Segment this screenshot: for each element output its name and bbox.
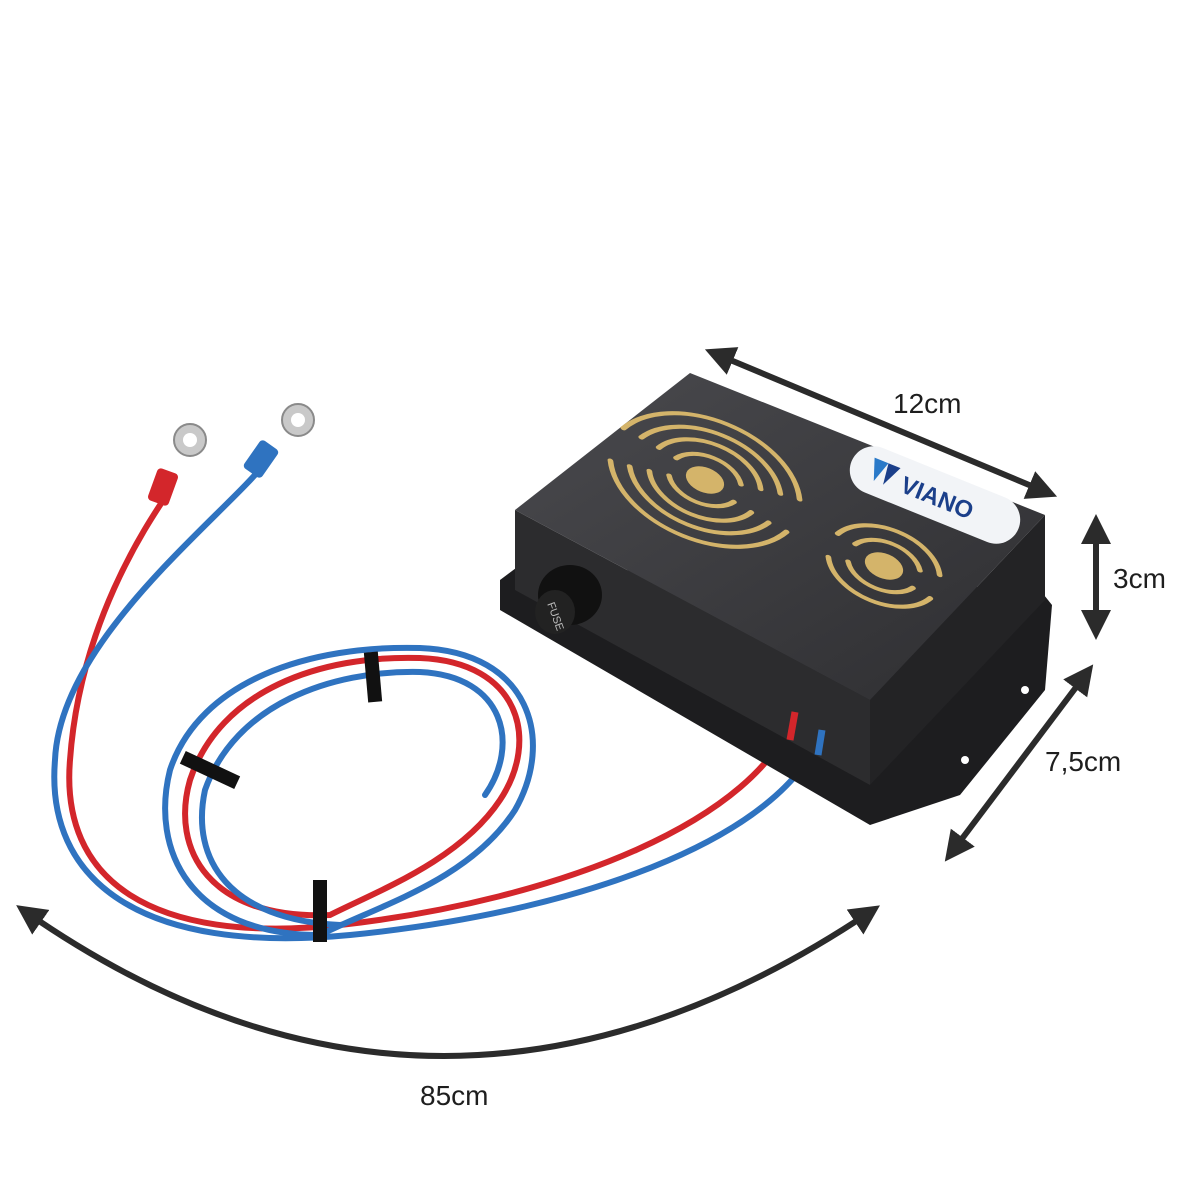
- red-ring-terminal: [147, 423, 207, 506]
- cable-tie: [363, 651, 383, 703]
- cable-length-label: 85cm: [420, 1080, 489, 1111]
- ultrasonic-device: VIANO FUSE: [500, 373, 1052, 825]
- cable-tie: [179, 750, 241, 790]
- cable-length-arrow: [16, 905, 880, 1059]
- dimension-arrows: [16, 347, 1111, 1059]
- width-label: 7,5cm: [1045, 746, 1122, 777]
- blue-ring-terminal: [243, 403, 315, 478]
- fuse-holder: FUSE: [535, 565, 602, 634]
- cable-tie: [313, 880, 327, 942]
- small-speaker-grille: [825, 523, 943, 609]
- length-arrow: [704, 347, 1058, 499]
- height-label: 3cm: [1113, 563, 1166, 594]
- length-label: 12cm: [893, 388, 962, 419]
- width-arrow: [944, 664, 1094, 862]
